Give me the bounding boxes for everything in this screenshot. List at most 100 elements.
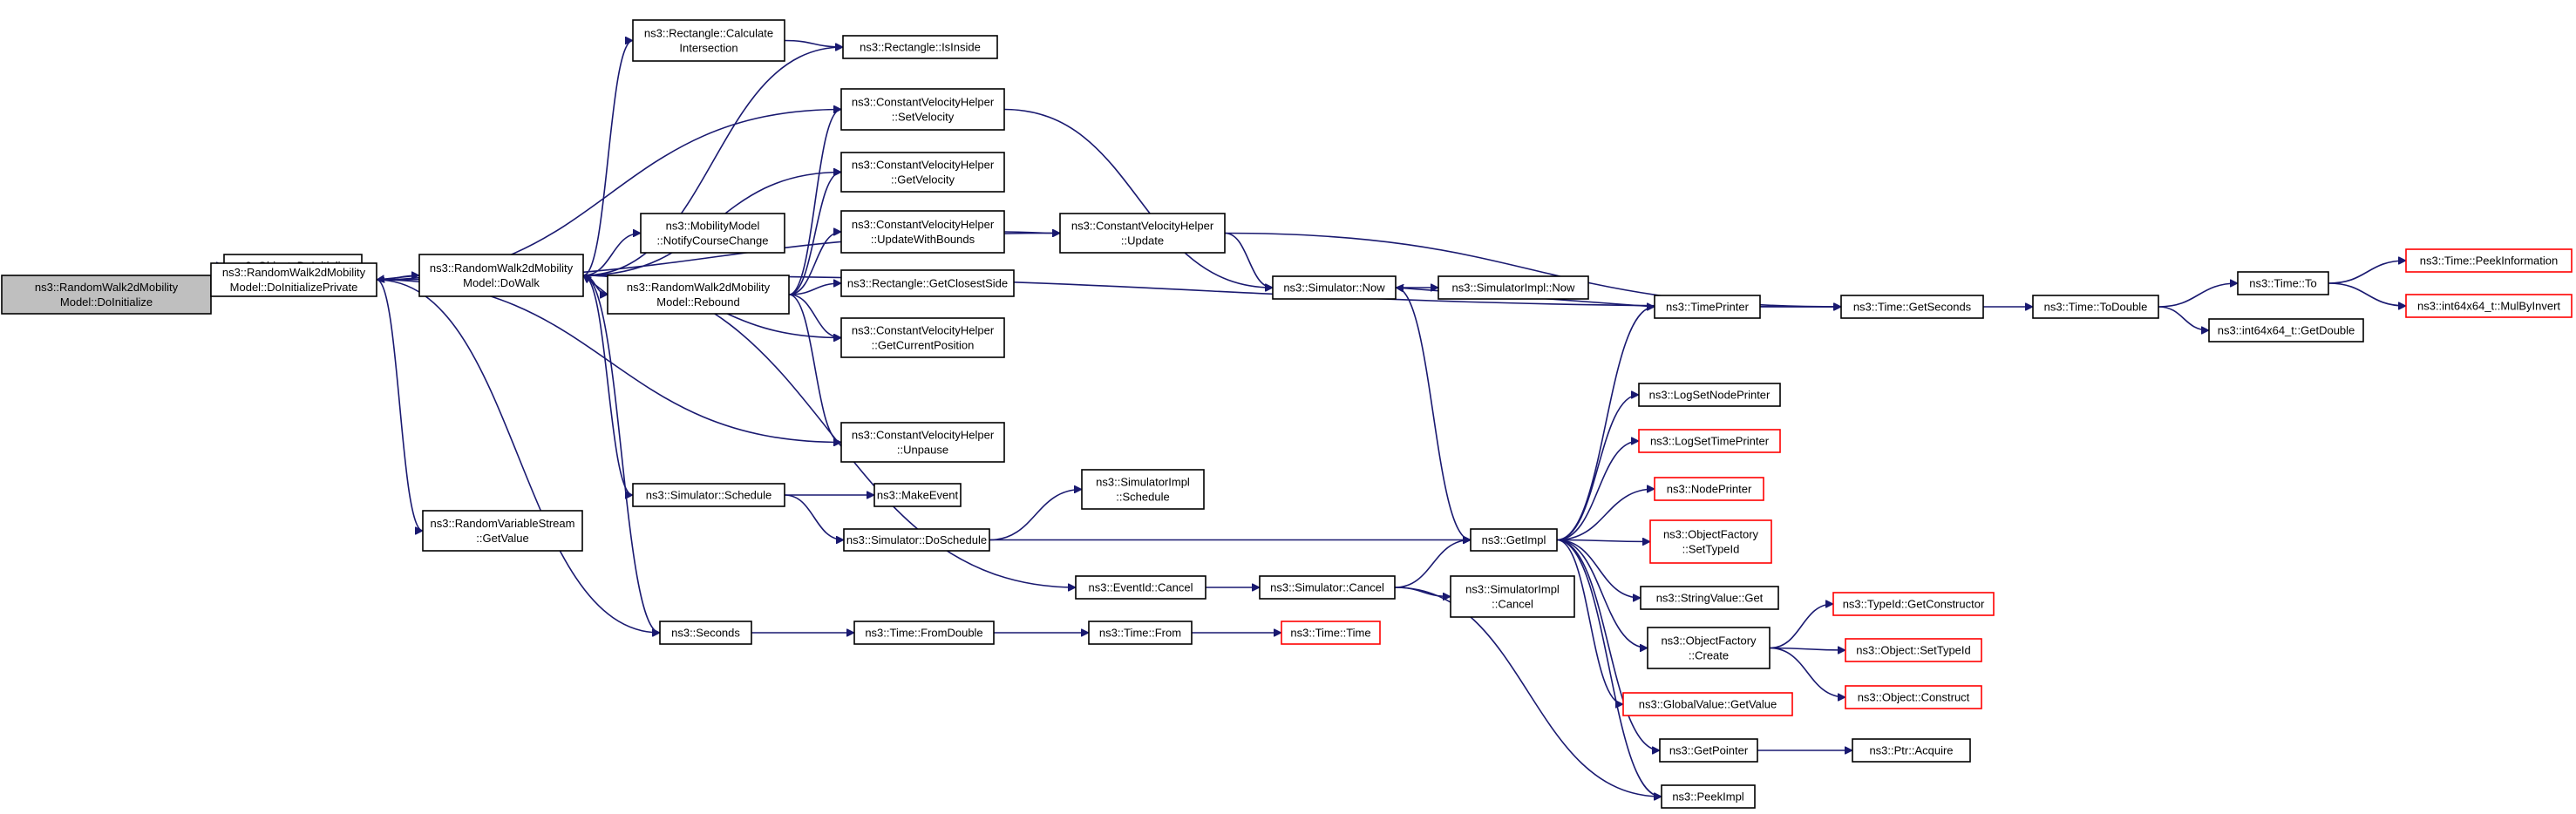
node-makeevent[interactable]: ns3::MakeEvent <box>873 483 962 507</box>
node-box-timefrom <box>1088 621 1193 645</box>
edge-simcancel-to-getimpl <box>1394 540 1471 588</box>
node-timefromdouble[interactable]: ns3::Time::FromDouble <box>853 621 995 645</box>
node-box-simimplcancel <box>1450 575 1575 618</box>
node-box-peekimpl <box>1661 784 1756 809</box>
node-timeto[interactable]: ns3::Time::To <box>2237 271 2329 295</box>
node-seconds[interactable]: ns3::Seconds <box>659 621 752 645</box>
node-label-root-0: ns3::RandomWalk2dMobility <box>35 281 179 294</box>
node-label-logsetnode-0: ns3::LogSetNodePrinter <box>1649 389 1771 402</box>
node-ptracquire[interactable]: ns3::Ptr::Acquire <box>1852 738 1971 763</box>
node-simimplcancel[interactable]: ns3::SimulatorImpl::Cancel <box>1450 575 1575 618</box>
node-label-logsettime-0: ns3::LogSetTimePrinter <box>1650 435 1770 448</box>
node-label-cvhupdate-0: ns3::ConstantVelocityHelper <box>1071 220 1214 233</box>
edge-dowalk-to-rectcalc <box>582 41 634 276</box>
node-box-typeidgetctor <box>1832 592 1995 616</box>
node-label-eventcancel-0: ns3::EventId::Cancel <box>1089 581 1193 594</box>
node-box-rectcalc <box>632 19 785 62</box>
node-mmnotify[interactable]: ns3::MobilityModel::NotifyCourseChange <box>640 213 785 254</box>
node-label-mmnotify-0: ns3::MobilityModel <box>666 220 760 233</box>
node-rectclosest[interactable]: ns3::Rectangle::GetClosestSide <box>840 269 1015 297</box>
node-cvhupdbounds[interactable]: ns3::ConstantVelocityHelper::UpdateWithB… <box>840 210 1005 254</box>
node-label-rectcalc-0: ns3::Rectangle::Calculate <box>644 27 773 40</box>
node-eventcancel[interactable]: ns3::EventId::Cancel <box>1075 575 1206 600</box>
node-int64getdouble[interactable]: ns3::int64x64_t::GetDouble <box>2208 318 2364 343</box>
edge-simnow-to-getimpl <box>1395 287 1472 540</box>
node-timegetsec[interactable]: ns3::Time::GetSeconds <box>1840 295 1984 319</box>
edge-getimpl-to-timeprinter <box>1556 307 1655 541</box>
node-cvhsetvel[interactable]: ns3::ConstantVelocityHelper::SetVelocity <box>840 88 1005 131</box>
node-box-objconstruct <box>1845 685 1982 709</box>
edge-doinitpriv-to-seconds <box>376 279 660 633</box>
node-timefrom[interactable]: ns3::Time::From <box>1088 621 1193 645</box>
node-cvhupdate[interactable]: ns3::ConstantVelocityHelper::Update <box>1059 213 1226 254</box>
node-objsettypeid[interactable]: ns3::Object::SetTypeId <box>1845 638 1982 662</box>
node-label-nodeprinter-0: ns3::NodePrinter <box>1667 483 1752 496</box>
node-label-simcancel-0: ns3::Simulator::Cancel <box>1270 581 1384 594</box>
edge-timeto-to-timepeek <box>2328 261 2406 284</box>
node-root[interactable]: ns3::RandomWalk2dMobilityModel::DoInitia… <box>1 275 212 315</box>
node-box-simcancel <box>1259 575 1396 600</box>
node-cvhunpause[interactable]: ns3::ConstantVelocityHelper::Unpause <box>840 422 1005 463</box>
node-simimplsched[interactable]: ns3::SimulatorImpl::Schedule <box>1081 469 1205 510</box>
node-typeidgetctor[interactable]: ns3::TypeId::GetConstructor <box>1832 592 1995 616</box>
node-label-ofsettypeid-1: ::SetTypeId <box>1682 543 1740 556</box>
node-label-cvhgetpos-1: ::GetCurrentPosition <box>872 339 975 352</box>
edge-dowalk-to-timegetsec <box>582 275 1841 307</box>
node-box-logsetnode <box>1638 383 1781 407</box>
edge-ofcreate-to-objsettypeid <box>1769 648 1845 651</box>
node-nodeprinter[interactable]: ns3::NodePrinter <box>1654 477 1764 501</box>
node-label-timefrom-0: ns3::Time::From <box>1099 627 1181 640</box>
node-rectisinside[interactable]: ns3::Rectangle::IsInside <box>842 35 998 59</box>
node-logsetnode[interactable]: ns3::LogSetNodePrinter <box>1638 383 1781 407</box>
node-timeprinter[interactable]: ns3::TimePrinter <box>1654 295 1761 319</box>
node-objconstruct[interactable]: ns3::Object::Construct <box>1845 685 1982 709</box>
edge-cvhsetvel-to-simnow <box>1003 108 1273 288</box>
edge-ofcreate-to-objconstruct <box>1769 647 1845 698</box>
edge-getimpl-to-getpointer <box>1556 539 1660 751</box>
node-label-cvhunpause-0: ns3::ConstantVelocityHelper <box>852 429 995 442</box>
node-getpointer[interactable]: ns3::GetPointer <box>1659 738 1758 763</box>
node-simcancel[interactable]: ns3::Simulator::Cancel <box>1259 575 1396 600</box>
node-label-rvsget-1: ::GetValue <box>476 532 528 545</box>
node-simnow[interactable]: ns3::Simulator::Now <box>1272 275 1397 300</box>
node-cvhgetvel[interactable]: ns3::ConstantVelocityHelper::GetVelocity <box>840 152 1005 193</box>
node-logsettime[interactable]: ns3::LogSetTimePrinter <box>1638 429 1781 453</box>
node-label-seconds-0: ns3::Seconds <box>671 627 740 640</box>
node-timetime[interactable]: ns3::Time::Time <box>1281 621 1381 645</box>
node-ofcreate[interactable]: ns3::ObjectFactory::Create <box>1647 627 1771 669</box>
node-ofsettypeid[interactable]: ns3::ObjectFactory::SetTypeId <box>1649 519 1772 564</box>
node-doinitpriv[interactable]: ns3::RandomWalk2dMobilityModel::DoInitia… <box>210 262 377 297</box>
node-box-simnow <box>1272 275 1397 300</box>
node-getimpl[interactable]: ns3::GetImpl <box>1470 528 1558 552</box>
node-timetodouble[interactable]: ns3::Time::ToDouble <box>2032 295 2159 319</box>
node-label-cvhsetvel-0: ns3::ConstantVelocityHelper <box>852 96 995 109</box>
node-timepeek[interactable]: ns3::Time::PeekInformation <box>2405 248 2573 273</box>
node-label-simnow-0: ns3::Simulator::Now <box>1283 282 1385 295</box>
node-box-rectisinside <box>842 35 998 59</box>
edge-getimpl-to-strvalget <box>1556 539 1641 599</box>
node-label-cvhupdbounds-0: ns3::ConstantVelocityHelper <box>852 218 995 231</box>
node-label-timepeek-0: ns3::Time::PeekInformation <box>2420 254 2558 268</box>
edge-rebound-to-rectclosest <box>788 283 841 295</box>
node-globalval[interactable]: ns3::GlobalValue::GetValue <box>1622 692 1793 716</box>
node-strvalget[interactable]: ns3::StringValue::Get <box>1640 586 1779 610</box>
node-peekimpl[interactable]: ns3::PeekImpl <box>1661 784 1756 809</box>
edge-simsched-to-simdosched <box>784 494 845 540</box>
edge-rebound-to-cvhupdbounds <box>788 232 842 295</box>
node-box-simimplnow <box>1438 275 1589 300</box>
node-rvsget[interactable]: ns3::RandomVariableStream::GetValue <box>422 510 583 552</box>
node-int64mulbyinv[interactable]: ns3::int64x64_t::MulByInvert <box>2405 294 2573 318</box>
node-simdosched[interactable]: ns3::Simulator::DoSchedule <box>843 528 990 552</box>
node-simsched[interactable]: ns3::Simulator::Schedule <box>632 483 785 507</box>
node-box-cvhunpause <box>840 422 1005 463</box>
node-box-cvhsetvel <box>840 88 1005 131</box>
edge-ofcreate-to-typeidgetctor <box>1769 604 1833 649</box>
node-label-timetime-0: ns3::Time::Time <box>1290 627 1370 640</box>
node-simimplnow[interactable]: ns3::SimulatorImpl::Now <box>1438 275 1589 300</box>
node-cvhgetpos[interactable]: ns3::ConstantVelocityHelper::GetCurrentP… <box>840 317 1005 358</box>
edge-dowalk-to-rectisinside <box>582 47 843 276</box>
